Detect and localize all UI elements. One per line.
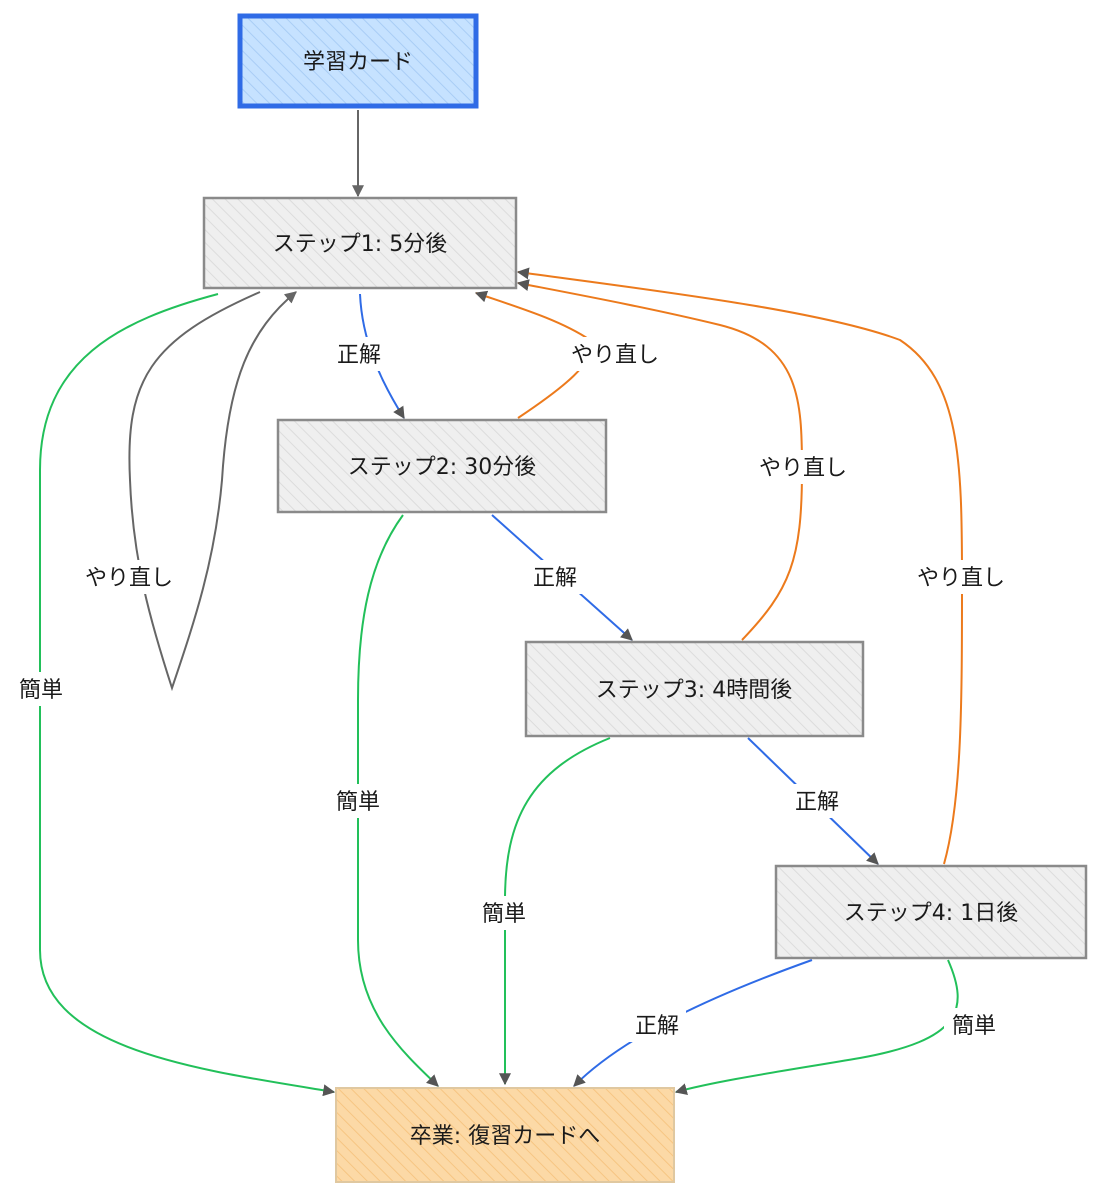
node-step1-label: ステップ1: 5分後	[273, 232, 447, 257]
edge-step4-to-graduate-correct	[573, 959, 813, 1087]
edge-labels: 正解 やり直し やり直し やり直し 正解 やり直し	[11, 337, 1018, 1042]
edges	[39, 110, 964, 1097]
label-step2-step3-correct-text: 正解	[533, 566, 577, 591]
label-step1-step2-correct-text: 正解	[337, 343, 381, 368]
edge-step3-to-graduate-easy	[499, 737, 611, 1086]
label-step3-step1-retry-text: やり直し	[759, 456, 847, 481]
node-step4-label: ステップ4: 1日後	[844, 901, 1018, 926]
node-graduate: 卒業: 復習カードへ	[335, 1087, 675, 1183]
label-step3-step4-correct-text: 正解	[795, 790, 839, 815]
node-step2-label: ステップ2: 30分後	[348, 455, 536, 480]
edge-step1-to-graduate-easy	[39, 293, 336, 1097]
label-step4-step1-retry-text: やり直し	[917, 566, 1005, 591]
edge-step4-to-step1-retry	[516, 267, 964, 865]
edge-step4-to-graduate-easy	[674, 959, 959, 1095]
label-step2-step1-retry: やり直し	[558, 337, 672, 371]
node-step1: ステップ1: 5分後	[202, 196, 518, 290]
label-step1-step2-correct: 正解	[330, 337, 388, 371]
label-step2-step3-correct: 正解	[526, 560, 584, 594]
label-step4-graduate-correct-text: 正解	[635, 1014, 679, 1039]
node-step2: ステップ2: 30分後	[276, 418, 608, 514]
nodes: 学習カード ステップ1: 5分後 ステップ2: 30分後 ステップ3: 4時間後…	[202, 13, 1088, 1183]
label-step1-self-retry: やり直し	[72, 560, 186, 594]
label-step4-graduate-easy: 簡単	[944, 1008, 1004, 1042]
label-step3-step4-correct: 正解	[788, 784, 846, 818]
edge-step1-self-retry	[128, 291, 297, 692]
label-step2-graduate-easy-text: 簡単	[336, 790, 380, 815]
label-step4-step1-retry: やり直し	[904, 560, 1018, 594]
label-step2-step1-retry-text: やり直し	[571, 343, 659, 368]
label-step4-graduate-easy-text: 簡単	[952, 1014, 996, 1039]
label-step3-graduate-easy: 簡単	[474, 896, 534, 930]
node-learning-card-label: 学習カード	[303, 50, 413, 75]
edge-step3-to-step1-retry	[516, 279, 804, 641]
edge-step2-to-graduate-easy	[357, 514, 439, 1087]
label-step1-self-retry-text: やり直し	[85, 566, 173, 591]
node-step4: ステップ4: 1日後	[774, 864, 1088, 960]
label-step4-graduate-correct: 正解	[628, 1008, 686, 1042]
node-step3: ステップ3: 4時間後	[524, 640, 865, 738]
label-step3-graduate-easy-text: 簡単	[482, 902, 526, 927]
node-step3-label: ステップ3: 4時間後	[596, 678, 792, 703]
node-graduate-label: 卒業: 復習カードへ	[410, 1124, 600, 1149]
node-learning-card: 学習カード	[237, 13, 479, 109]
label-step3-step1-retry: やり直し	[746, 450, 860, 484]
label-step1-graduate-easy-text: 簡単	[19, 678, 63, 703]
label-step2-graduate-easy: 簡単	[328, 784, 388, 818]
label-step1-graduate-easy: 簡単	[11, 672, 71, 706]
